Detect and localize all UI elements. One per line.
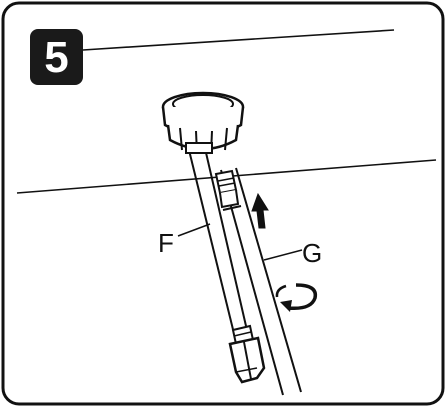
hose-f [187, 143, 253, 359]
step-number: 5 [44, 33, 68, 82]
up-arrow-icon [251, 192, 269, 229]
label-g-text: G [302, 238, 322, 268]
label-f: F [158, 223, 211, 258]
hose-g-connector [214, 169, 242, 211]
cabinet-back-edge [82, 29, 395, 51]
label-g: G [263, 238, 322, 268]
hose-f-hex-nut [228, 324, 266, 384]
label-f-text: F [158, 228, 174, 258]
rotate-arrow-icon [275, 283, 318, 312]
mounting-nut [161, 91, 245, 155]
step-badge: 5 [30, 29, 83, 85]
